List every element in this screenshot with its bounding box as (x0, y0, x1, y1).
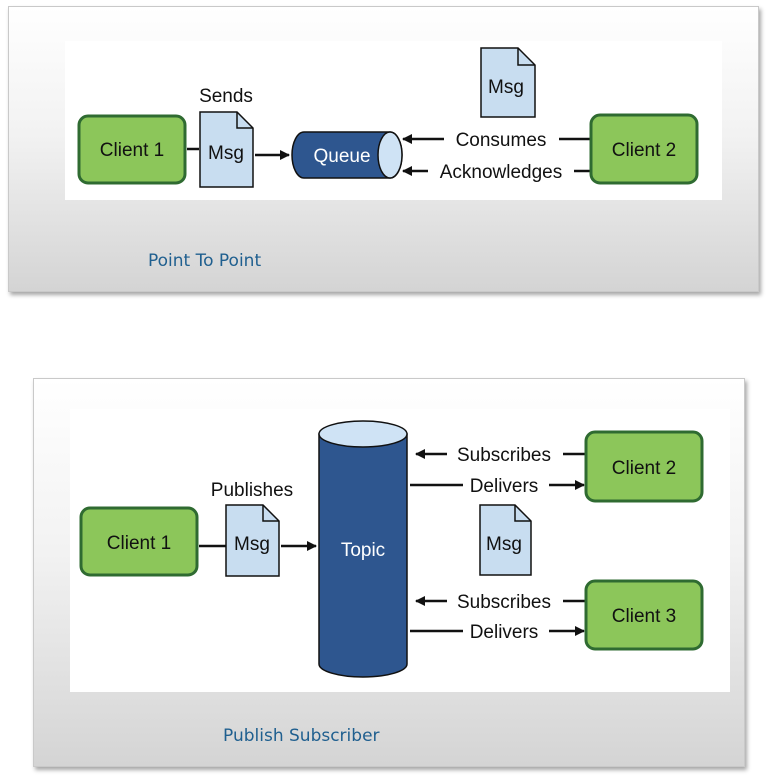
subscribes-label: Subscribes (457, 592, 551, 613)
client-3-label: Client 3 (612, 606, 676, 627)
sends-label: Sends (199, 86, 253, 107)
topic-cylinder: Topic (318, 420, 408, 678)
publish-subscriber-panel: Client 1 Publishes Msg Topic Sub (33, 378, 745, 767)
client-3-box: Client 3 (584, 579, 704, 651)
client-2-label: Client 2 (612, 140, 676, 161)
client-2-box: Client 2 (589, 113, 699, 185)
point-to-point-svg: Client 1 Sends Msg Queue (77, 47, 699, 188)
delivers-label: Delivers (470, 476, 539, 497)
msg-document-icon: Msg (225, 504, 280, 577)
msg-label: Msg (208, 143, 244, 164)
point-to-point-caption: Point To Point (148, 251, 262, 271)
msg-label: Msg (488, 77, 524, 98)
acknowledges-label: Acknowledges (440, 162, 563, 183)
client-2-box: Client 2 (584, 430, 704, 503)
publish-subscriber-diagram: Client 1 Publishes Msg Topic Sub (70, 409, 730, 692)
msg-label: Msg (486, 534, 522, 555)
msg-document-icon: Msg (199, 111, 254, 188)
client-1-box: Client 1 (77, 114, 187, 185)
delivered-msg-document-icon: Msg (479, 504, 532, 576)
publish-subscriber-svg: Client 1 Publishes Msg Topic Sub (79, 420, 704, 678)
consumes-label: Consumes (456, 130, 547, 151)
client-2-label: Client 2 (612, 458, 676, 479)
point-to-point-diagram: Client 1 Sends Msg Queue (65, 41, 722, 200)
msg-label: Msg (234, 534, 270, 555)
publishes-label: Publishes (211, 480, 293, 501)
publish-subscriber-caption: Publish Subscriber (223, 726, 380, 746)
queue-label: Queue (313, 146, 370, 167)
client-1-label: Client 1 (100, 140, 164, 161)
topic-label: Topic (341, 540, 385, 561)
delivers-label: Delivers (470, 622, 539, 643)
consumed-msg-document-icon: Msg (480, 47, 536, 118)
subscribes-label: Subscribes (457, 445, 551, 466)
client-1-box: Client 1 (79, 506, 199, 577)
client-1-label: Client 1 (107, 533, 171, 554)
point-to-point-panel: Client 1 Sends Msg Queue (8, 6, 759, 292)
queue-cylinder: Queue (291, 131, 403, 179)
